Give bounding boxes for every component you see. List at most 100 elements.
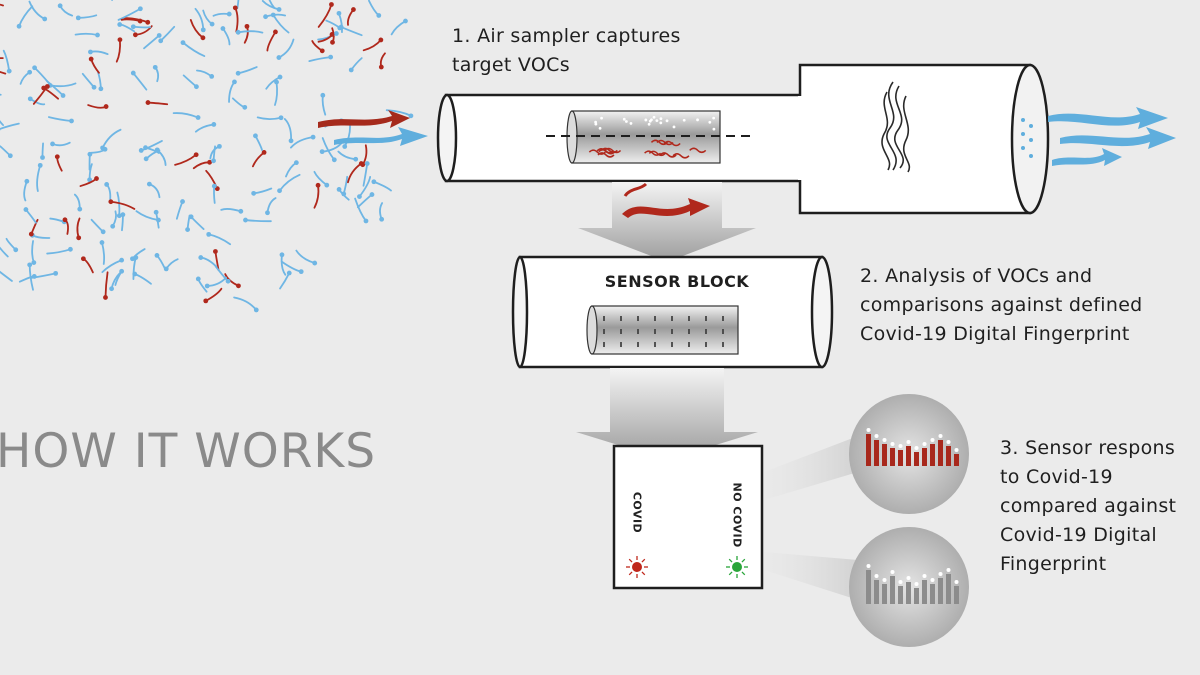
- step-1-label: 1. Air sampler captures target VOCs: [452, 22, 752, 80]
- air-particle: [100, 128, 122, 151]
- air-particle: [220, 208, 244, 214]
- air-particle: [130, 70, 148, 91]
- air-dot: [659, 117, 663, 121]
- green-indicator-icon: [726, 556, 748, 578]
- target-voc-particle: [213, 249, 220, 271]
- air-particle: [57, 3, 74, 17]
- target-voc-particle: [76, 217, 82, 241]
- air-particle: [188, 214, 205, 230]
- air-particle: [265, 74, 283, 90]
- target-voc-particle: [362, 37, 384, 52]
- outlet-particles: [1021, 118, 1033, 158]
- air-particle: [50, 141, 71, 147]
- step-2-line-1: 2. Analysis of VOCs and: [860, 265, 1093, 287]
- air-dot: [665, 119, 669, 123]
- target-voc-particle: [120, 18, 143, 24]
- air-particle: [285, 160, 299, 178]
- target-voc-particle: [232, 5, 239, 33]
- air-dot: [652, 115, 656, 119]
- fingerprint-point: [882, 578, 887, 582]
- fingerprint-bar: [874, 580, 879, 604]
- captured-voc: [689, 147, 707, 154]
- fingerprint-bar: [922, 448, 927, 466]
- air-particle: [336, 187, 350, 201]
- air-sampler: [436, 63, 1050, 215]
- fingerprint-bar: [946, 446, 951, 466]
- air-particle: [101, 257, 125, 274]
- air-particle: [146, 181, 161, 199]
- air-particle: [40, 142, 45, 160]
- fingerprint-point: [866, 564, 871, 568]
- air-particle: [235, 66, 258, 76]
- air-particle: [212, 11, 232, 17]
- air-particle: [48, 116, 74, 124]
- air-particle: [5, 237, 19, 253]
- air-particle: [27, 262, 34, 291]
- fingerprint-point: [954, 580, 959, 584]
- air-particle: [379, 202, 385, 222]
- captured-voc: [598, 148, 616, 155]
- air-particle: [110, 210, 117, 229]
- air-dot: [682, 118, 686, 122]
- air-particle: [2, 49, 12, 74]
- fingerprint-point: [922, 574, 927, 578]
- target-voc-particle: [62, 217, 69, 235]
- air-dot: [696, 118, 699, 122]
- fingerprint-bar: [898, 586, 903, 604]
- air-particle: [99, 240, 106, 265]
- fingerprint-bar: [874, 440, 879, 466]
- target-voc-particle: [28, 218, 39, 237]
- target-voc-particle: [243, 23, 250, 44]
- air-particle: [276, 38, 295, 60]
- fingerprint-bar: [898, 450, 903, 466]
- transfer-arrow-to-sensor: [578, 182, 756, 262]
- target-voc-particle: [203, 287, 223, 304]
- voc-particle-cloud: [0, 0, 414, 313]
- target-voc-particle: [80, 256, 94, 274]
- air-particle: [185, 214, 191, 232]
- air-particle: [279, 252, 287, 276]
- air-particle: [132, 271, 152, 285]
- fingerprint-point: [914, 582, 919, 586]
- target-voc-particle: [87, 104, 109, 109]
- step-2-line-2: comparisons against defined: [860, 294, 1143, 316]
- air-particle: [319, 142, 343, 155]
- air-dot: [672, 125, 676, 129]
- red-indicator-icon: [626, 556, 648, 578]
- air-particle: [274, 79, 279, 106]
- captured-voc: [663, 140, 681, 147]
- target-voc-particle: [0, 70, 7, 75]
- fingerprint-point: [938, 434, 943, 438]
- step-1-line-2: target VOCs: [452, 54, 570, 76]
- captured-voc: [672, 153, 690, 159]
- fingerprint-bar: [882, 444, 887, 466]
- page-title: HOW IT WORKS: [0, 424, 377, 479]
- air-particle: [135, 210, 161, 223]
- air-particle: [19, 69, 33, 85]
- air-dot: [655, 119, 659, 123]
- target-voc-particle: [122, 17, 151, 25]
- captured-voc: [659, 152, 677, 158]
- air-particle: [180, 40, 206, 58]
- air-dot: [712, 116, 716, 120]
- air-particle: [194, 122, 217, 133]
- air-particle: [47, 82, 77, 88]
- air-particle: [280, 260, 304, 275]
- air-particle: [337, 150, 359, 162]
- fingerprint-bar: [946, 574, 951, 604]
- air-dot: [600, 116, 603, 120]
- air-particle: [23, 178, 30, 202]
- air-particle: [371, 179, 392, 192]
- fingerprint-point: [938, 572, 943, 576]
- step-1-line-1: 1. Air sampler captures: [452, 25, 681, 47]
- fingerprint-point: [930, 578, 935, 582]
- target-voc-particle: [88, 56, 100, 74]
- air-particle: [206, 231, 232, 246]
- air-particle: [97, 71, 104, 92]
- air-particle: [163, 258, 179, 272]
- air-dot: [659, 121, 663, 125]
- air-particle: [209, 143, 222, 160]
- air-dot: [629, 122, 633, 125]
- air-particle: [313, 170, 330, 188]
- air-dot: [622, 117, 626, 121]
